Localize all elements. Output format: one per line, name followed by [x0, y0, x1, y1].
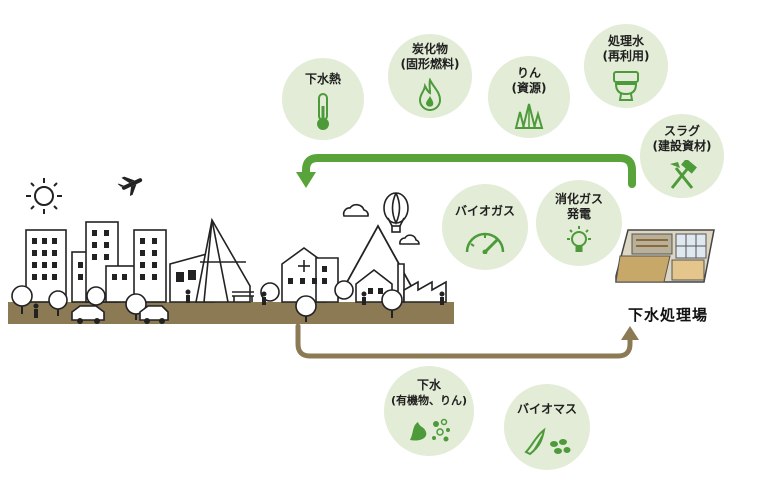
resource-heat: 下水熱 [282, 58, 364, 140]
resource-treated-water: 処理水 (再利用) [584, 24, 668, 108]
input-sewage-line1: 下水 [416, 378, 441, 392]
resource-digestion-gas-power: 消化ガス 発電 [536, 180, 622, 266]
ground-strip [8, 302, 454, 324]
resource-phosphorus: りん (資源) [488, 56, 570, 138]
cars [71, 305, 169, 321]
resource-charcoal-line1: 炭化物 [411, 42, 448, 56]
thermometer-icon [317, 93, 329, 130]
resource-digestion-gas-power-line1: 消化ガス [554, 192, 603, 206]
brown-flow-arrow [295, 323, 639, 359]
airplane-icon [117, 176, 143, 197]
resource-phosphorus-line1: りん [516, 66, 541, 80]
lightbulb-icon [567, 226, 591, 252]
resource-biogas: バイオガス [442, 184, 528, 270]
resource-slag-line2: (建設資材) [652, 139, 712, 153]
resource-charcoal: 炭化物 (固形燃料) [388, 34, 472, 118]
sewage-treatment-plant [615, 229, 715, 283]
hammer-icon [670, 160, 697, 189]
green-return-arrow [296, 154, 636, 188]
resource-slag-line1: スラグ [663, 124, 700, 138]
plant-label: 下水処理場 [627, 306, 708, 324]
resource-slag: スラグ (建設資材) [640, 114, 724, 198]
input-sewage-line2: (有機物、りん) [390, 394, 468, 407]
resource-treated-water-line2: (再利用) [602, 49, 650, 63]
town-windows [288, 266, 383, 294]
people [33, 289, 445, 318]
car-wheels [77, 318, 165, 324]
input-biomass-label: バイオマス [516, 402, 577, 416]
park-bench [232, 291, 254, 302]
resource-heat-label: 下水熱 [304, 72, 341, 86]
toilet-icon [613, 71, 639, 101]
resource-charcoal-line2: (固形燃料) [400, 57, 460, 71]
mountain [335, 224, 421, 303]
balloon-icon [383, 192, 409, 233]
input-sewage: 下水 (有機物、りん) [384, 366, 474, 456]
biomass-icon [524, 427, 571, 456]
input-biomass: バイオマス [504, 384, 590, 470]
city-buildings [25, 217, 251, 303]
hospital-cross [298, 260, 310, 272]
cloud-icon [342, 203, 420, 245]
resource-digestion-gas-power-line2: 発電 [566, 207, 591, 221]
resource-phosphorus-line2: (資源) [511, 81, 547, 95]
resource-biogas-label: バイオガス [454, 204, 515, 218]
flame-icon [418, 78, 442, 111]
resource-treated-water-line1: 処理水 [607, 34, 644, 48]
crystal-icon [514, 103, 544, 129]
sun-icon [26, 178, 62, 214]
gauge-icon [465, 232, 505, 254]
building-windows [32, 230, 196, 282]
organic-matter-icon [410, 418, 450, 442]
